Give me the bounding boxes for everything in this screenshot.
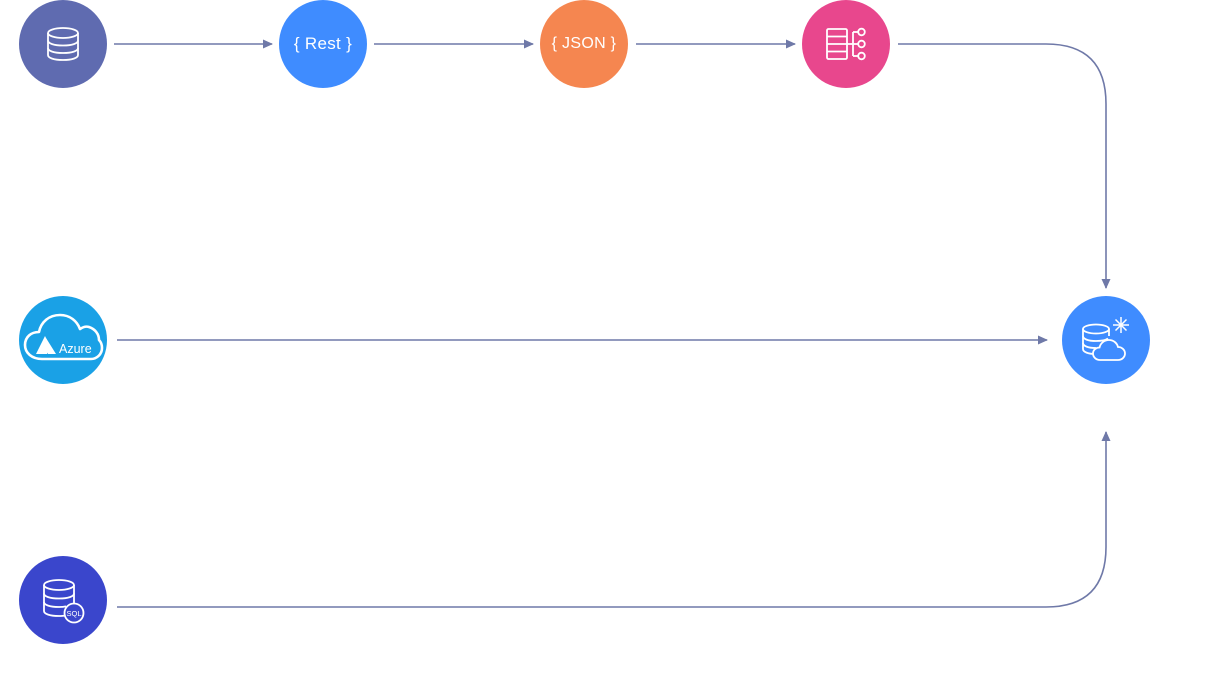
sql-label: SQL [66,609,81,618]
rest-label: { Rest } [293,34,353,53]
table-transform-node[interactable] [802,0,890,88]
azure-node[interactable]: Azure [19,296,107,384]
connector-sql-to-target [117,431,1111,608]
azure-label: Azure [59,342,92,356]
database-icon [47,27,79,61]
sql-database-icon: SQL [43,579,85,624]
sql-database-node[interactable]: SQL [19,556,107,644]
snowflake-target-node[interactable] [1062,296,1150,384]
azure-cloud-icon: Azure [23,313,104,361]
source-database-node[interactable] [19,0,107,88]
json-node[interactable]: { JSON } [540,0,628,88]
database-cloud-snowflake-icon [1082,317,1129,361]
rest-node[interactable]: { Rest } [279,0,367,88]
connector-table-to-target [898,43,1111,289]
json-label: { JSON } [551,35,617,52]
table-tree-icon [826,27,866,61]
